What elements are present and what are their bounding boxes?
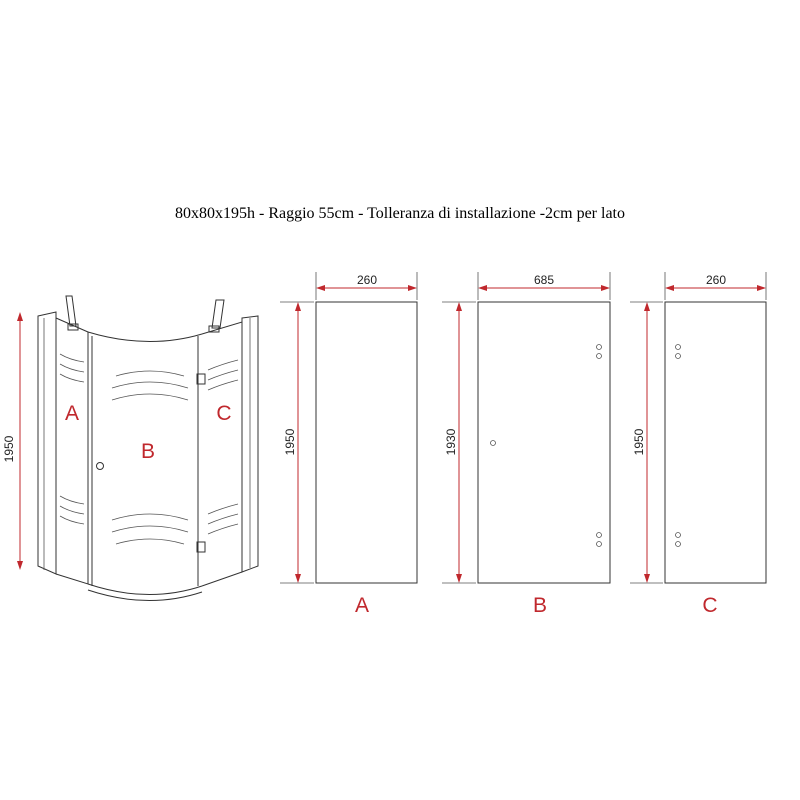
bracket-arm [211,299,225,329]
bracket-arm [65,295,77,327]
panel-b-elevation-letter: B [533,594,547,617]
panel-c-outline [201,321,243,587]
hinge-bottom-icon [196,541,206,553]
right-wall-profile [241,315,259,573]
panel-b-width-label: 685 [534,273,554,287]
panel-a-outline [55,317,89,585]
panel-a-decor-line [59,363,85,373]
panel-a-decor-line [59,505,85,515]
panel-b-decor-line [115,370,185,377]
panel-c-decor-line [207,503,239,515]
panel-c-letter: C [216,402,231,425]
arrow [456,302,462,311]
enclosure-perspective-view: 1950 A [2,295,259,602]
panel-a-elevation: 260 1950 A [280,272,418,617]
hinge-hole-icon [596,541,602,547]
panel-b-glass [477,301,611,584]
arrow [295,574,301,583]
hinge-hole-icon [675,532,681,538]
wall-bracket-right [208,299,225,333]
arrow [757,285,766,291]
panel-a-height-label: 1950 [283,428,297,455]
panel-c-decor-line [207,379,239,391]
overall-height-arrow-bottom [17,561,23,570]
overall-height-dimension: 1950 [2,312,23,570]
knob-hole-icon [490,440,496,446]
panel-c-width-label: 260 [706,273,726,287]
panel-a-decor-line [59,515,85,525]
panel-a-decor-line [59,373,85,383]
panel-c-decor-line [207,359,239,371]
arrow [456,574,462,583]
arrow [644,574,650,583]
panel-c-decor-line [207,523,239,535]
panel-b-bottom-curve [87,583,203,596]
arrow [408,285,417,291]
panel-a-elevation-letter: A [355,594,369,617]
arrow [316,285,325,291]
panel-b-perspective: B [87,331,203,602]
hinge-hole-icon [596,353,602,359]
panel-c-elevation: 260 1950 C [630,272,767,617]
hinge-hole-icon [596,532,602,538]
panel-c-perspective: C [201,321,243,587]
panel-b-height-label: 1930 [444,428,458,455]
right-profile-outline [241,315,259,573]
panel-c-height-label: 1950 [632,428,646,455]
panel-b-decor-line [111,513,189,521]
panel-b-elevation: 685 1930 B [442,272,611,617]
arrow [665,285,674,291]
panel-c-decor-line [207,513,239,525]
panel-c-glass [664,301,767,584]
hinge-top-icon [196,373,206,385]
overall-height-arrow-top [17,312,23,321]
panel-a-letter: A [65,402,79,425]
panel-c-elevation-letter: C [702,594,717,617]
panel-b-decor-line [111,381,189,389]
overall-height-label: 1950 [2,435,16,462]
shower-tray-edge [87,589,203,602]
panel-b-decor-line [111,525,189,533]
panel-a-glass [315,301,418,584]
left-wall-profile [37,311,57,575]
panel-b-top-curve [87,331,203,343]
panel-a-decor-line [59,495,85,505]
hinge-hole-icon [675,344,681,350]
hinge-hole-icon [675,541,681,547]
wall-bracket-left [65,295,79,331]
hinge-hole-icon [596,344,602,350]
hinge-hole-icon [675,353,681,359]
panel-b-letter: B [141,440,155,463]
panel-b-decor-line [111,393,189,401]
arrow [644,302,650,311]
arrow [295,302,301,311]
arrow [478,285,487,291]
panel-a-width-label: 260 [357,273,377,287]
left-profile-outline [37,311,57,575]
bracket-clamp [67,323,79,331]
panel-a-perspective: A [55,317,89,585]
door-knob-icon [96,462,104,470]
drawing-title: 80x80x195h - Raggio 55cm - Tolleranza di… [175,205,625,222]
panel-a-decor-line [59,353,85,363]
panel-b-decor-line [115,538,185,545]
panel-c-decor-line [207,369,239,381]
arrow [601,285,610,291]
